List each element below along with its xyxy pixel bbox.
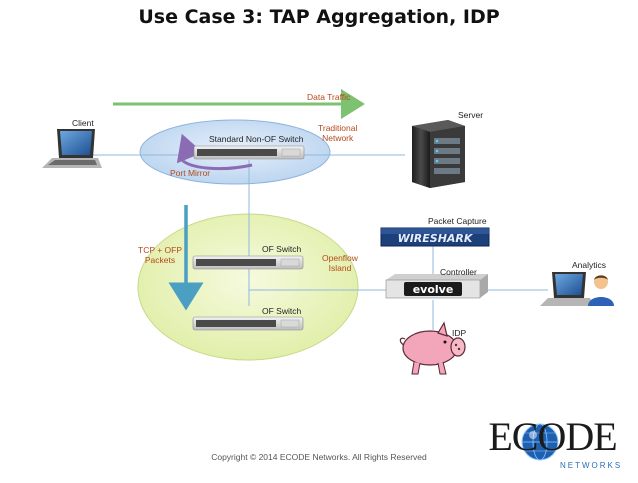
of-switch-2-icon [192, 316, 304, 331]
wireshark-text: WIRESHARK [398, 232, 474, 245]
openflow-island-label: Openflow Island [322, 253, 358, 273]
standard-switch-icon [193, 145, 305, 160]
client-laptop-icon [42, 129, 102, 168]
ecode-logo-text: ECODE [488, 414, 617, 459]
wireshark-logo: WIRESHARK [380, 227, 490, 247]
copyright-text: Copyright © 2014 ECODE Networks. All Rig… [211, 452, 427, 462]
port-mirror-label: Port Mirror [170, 168, 211, 178]
evolve-text: evolve [413, 283, 454, 296]
client-label: Client [72, 118, 94, 128]
traditional-network-label: Traditional Network [318, 123, 358, 143]
packet-capture-label: Packet Capture [428, 216, 487, 226]
ecode-logo-subtext: NETWORKS [560, 461, 623, 470]
of-switch-1-label: OF Switch [262, 244, 302, 254]
page-title: Use Case 3: TAP Aggregation, IDP [138, 6, 500, 28]
server-label: Server [458, 110, 484, 120]
controller-label: Controller [440, 267, 477, 277]
tcp-ofp-label: TCP + OFP Packets [138, 245, 183, 265]
standard-switch-label: Standard Non-OF Switch [209, 134, 304, 144]
openflow-island-ellipse [137, 213, 359, 361]
idp-pig-icon [399, 321, 466, 375]
server-tower-icon [412, 120, 465, 188]
of-switch-2-label: OF Switch [262, 306, 302, 316]
evolve-controller-icon: evolve [385, 274, 488, 299]
ecode-globe-icon [521, 423, 559, 461]
of-switch-1-icon [192, 255, 304, 270]
analytics-label: Analytics [572, 260, 607, 270]
port-mirror-arrow [176, 133, 253, 171]
analytics-laptop-user-icon [540, 272, 614, 306]
idp-label: IDP [452, 328, 467, 338]
data-traffic-label: Data Traffic [307, 92, 351, 102]
